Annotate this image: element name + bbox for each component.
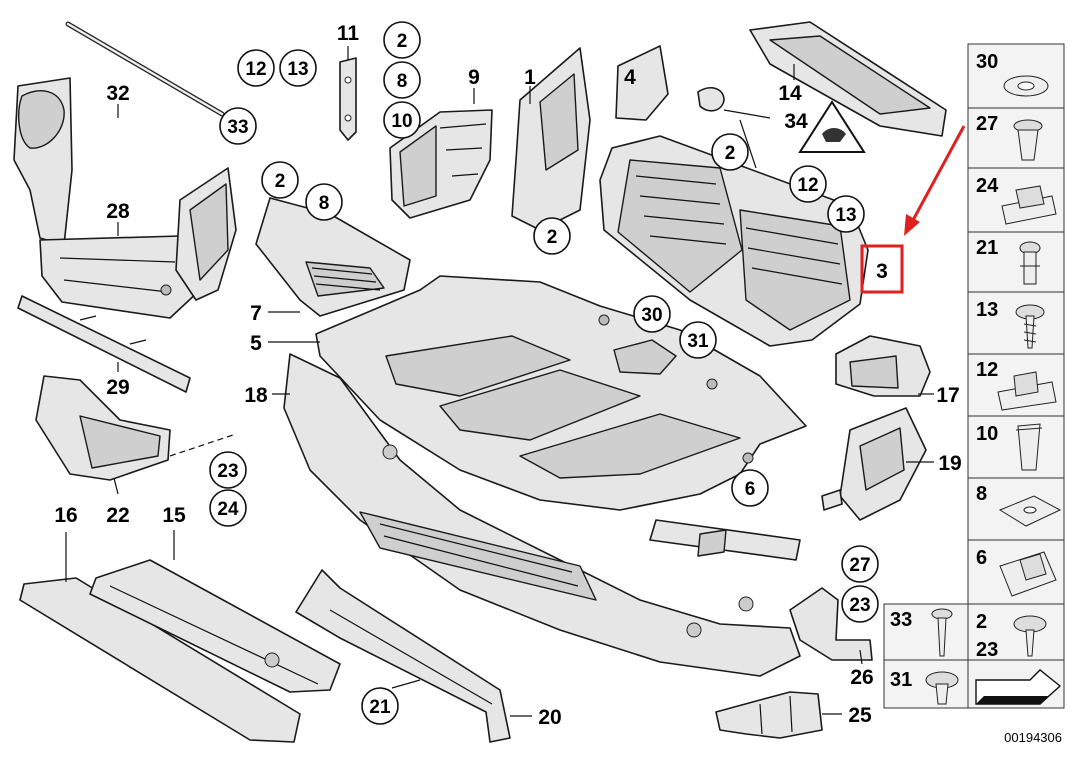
label-15: 15: [162, 504, 186, 527]
label-8-left: 8: [319, 193, 330, 214]
highlight-box-part-3: [860, 244, 904, 294]
label-13-top: 13: [287, 59, 308, 80]
fastener-label-2: 2: [976, 611, 987, 633]
plastic-nut-icon: [1015, 423, 1043, 471]
bracket-clip-icon: [999, 551, 1057, 597]
label-20: 20: [538, 706, 561, 729]
washer-icon: [1003, 75, 1049, 97]
label-18: 18: [244, 384, 268, 407]
label-16: 16: [54, 504, 77, 527]
label-23-left: 23: [217, 461, 238, 482]
direction-arrow-icon: [975, 669, 1062, 705]
label-2-left: 2: [275, 171, 286, 192]
label-12-top: 12: [245, 59, 266, 80]
part-strip-20: [295, 569, 511, 743]
fastener-panel: [883, 43, 1065, 709]
label-2-top: 2: [397, 31, 408, 52]
spring-nut-icon: [1001, 185, 1057, 225]
part-rod-32: [65, 21, 225, 117]
label-25: 25: [848, 704, 872, 727]
part-panel-29: [17, 295, 191, 393]
sheet-nut-icon: [998, 495, 1062, 527]
label-12-right: 12: [797, 175, 818, 196]
fastener-labels: 30 27 24 21 13 12 10 8 6 33 2 23 31: [890, 51, 999, 691]
fastener-label-23: 23: [976, 639, 998, 661]
fastener-label-33: 33: [890, 609, 912, 631]
label-31: 31: [687, 331, 709, 352]
fastener-label-30: 30: [976, 51, 998, 73]
label-24: 24: [217, 499, 239, 520]
fastener-label-21: 21: [976, 237, 998, 259]
label-7: 7: [250, 302, 262, 325]
part-duct-22: [35, 375, 237, 481]
label-6: 6: [745, 479, 756, 500]
fastener-label-8: 8: [976, 483, 987, 505]
label-32: 32: [106, 82, 129, 105]
label-21: 21: [369, 697, 391, 718]
bolt-icon-33: [931, 608, 953, 657]
label-17: 17: [936, 384, 959, 407]
label-30: 30: [641, 305, 662, 326]
fastener-label-6: 6: [976, 547, 987, 569]
label-19: 19: [938, 452, 961, 475]
fastener-label-24: 24: [976, 175, 999, 197]
label-26: 26: [850, 666, 873, 689]
clip-nut-icon-12: [997, 371, 1057, 411]
fastener-label-27: 27: [976, 113, 998, 135]
label-13-right: 13: [835, 205, 856, 226]
label-5: 5: [250, 332, 262, 355]
label-3: 3: [876, 260, 888, 283]
label-29: 29: [106, 376, 129, 399]
part-labels: 2 8 10 12 13 33 2 8 2 2 12 13 30 31 6 23…: [54, 22, 961, 729]
part-air-duct-28: [13, 77, 237, 319]
part-tray-16: [19, 577, 301, 743]
label-14: 14: [778, 82, 802, 105]
fastener-label-31: 31: [890, 669, 912, 691]
label-2-mid: 2: [547, 227, 558, 248]
label-23-right: 23: [849, 595, 870, 616]
label-22: 22: [106, 504, 129, 527]
callout-circles: [209, 21, 879, 725]
fastener-label-13: 13: [976, 299, 998, 321]
part-bracket-25: [715, 691, 823, 739]
part-bracket-26: [789, 587, 873, 661]
label-11: 11: [337, 22, 360, 45]
label-8-top: 8: [397, 71, 408, 92]
part-clip-11: [339, 57, 357, 141]
part-bracket-17: [835, 335, 931, 397]
label-34: 34: [784, 110, 808, 133]
part-bracket-19: [821, 407, 927, 521]
highlight-arrow: [904, 125, 966, 236]
label-9: 9: [468, 66, 480, 89]
label-4: 4: [624, 66, 636, 89]
screw-icon: [1015, 304, 1045, 349]
label-1: 1: [524, 66, 536, 89]
label-10: 10: [391, 111, 412, 132]
part-front-shroud-18: [283, 353, 801, 677]
label-28: 28: [106, 200, 130, 223]
part-tray-15: [89, 559, 341, 693]
label-27: 27: [849, 555, 870, 576]
label-2-right: 2: [725, 143, 736, 164]
part-strip-14: [749, 21, 947, 137]
part-deflector-7: [255, 197, 411, 317]
leader-lines: [65, 46, 934, 717]
part-bracket-9: [389, 109, 493, 219]
push-rivet-icon: [1013, 119, 1043, 161]
fastener-label-10: 10: [976, 423, 998, 445]
flange-screw-icon: [1013, 615, 1047, 657]
grommet-icon-31: [925, 671, 959, 705]
diagram-code: 00194306: [1004, 730, 1062, 745]
part-warning-label-34: [798, 100, 866, 153]
fastener-label-12: 12: [976, 359, 998, 381]
part-side-panel-1: [511, 47, 591, 231]
part-small-4: [615, 45, 669, 121]
expansion-rivet-icon: [1019, 241, 1041, 285]
label-33: 33: [227, 117, 248, 138]
